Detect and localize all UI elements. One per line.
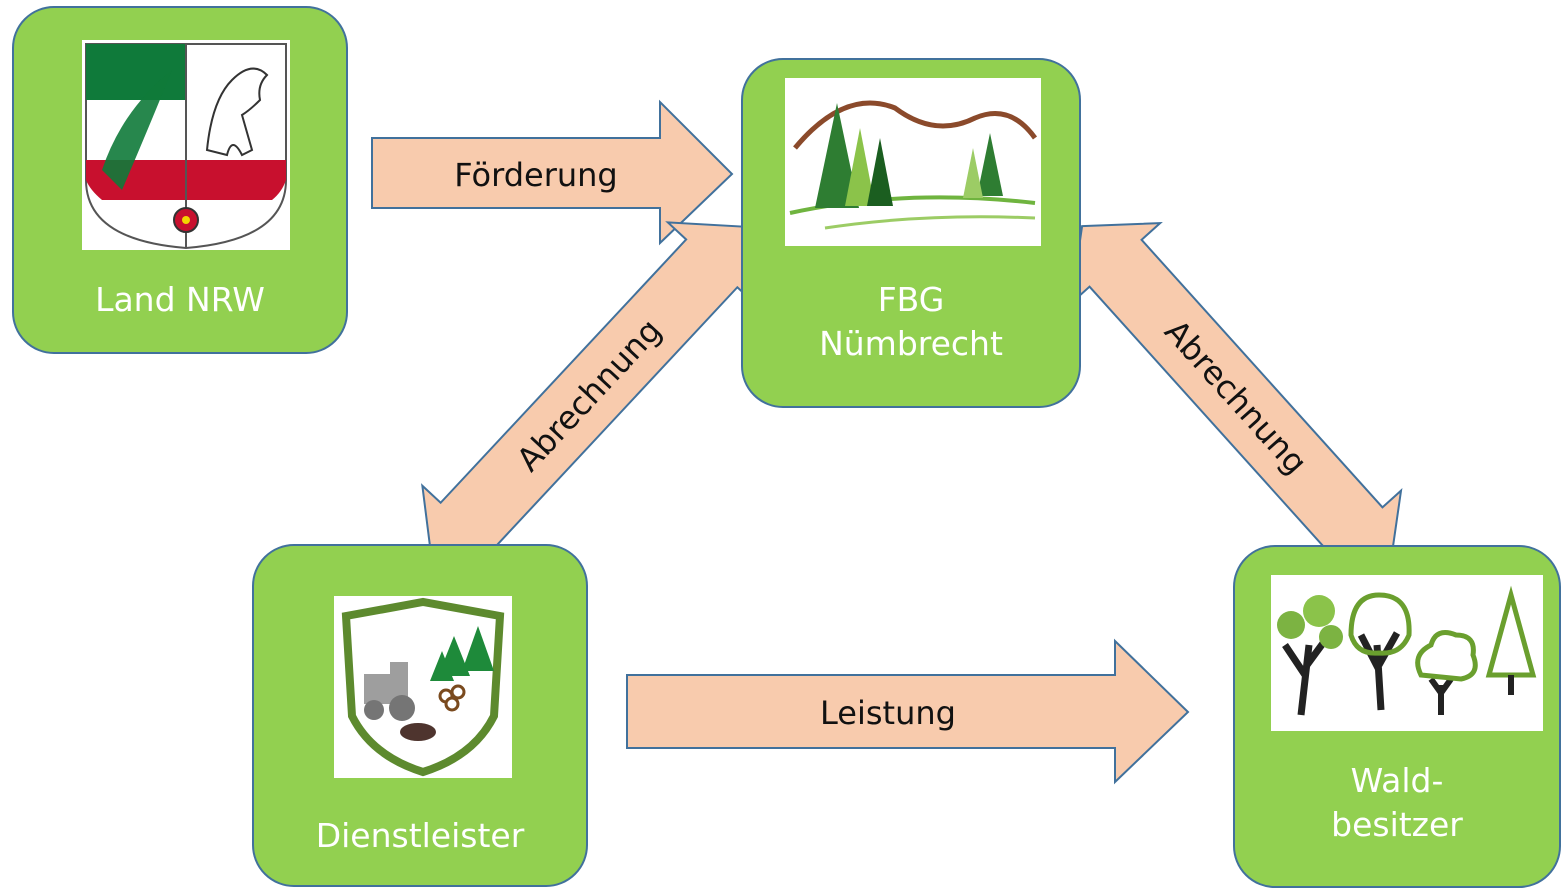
edge-label-foerderung: Förderung [454,156,617,194]
node-fbg-nuembrecht: FBG Nümbrecht [741,58,1081,408]
node-land-nrw: Land NRW [12,6,348,354]
forestry-service-shield-icon [334,596,512,778]
arrow-leistung: Leistung [626,638,1190,785]
arrow-foerderung-shape [371,99,734,246]
edge-label-abrechnung-right: Abrechnung [1157,312,1315,481]
node-label-land-nrw: Land NRW [95,280,265,319]
arrow-foerderung: Förderung [371,99,734,246]
node-label-waldbesitzer: Wald- besitzer [1331,761,1463,844]
nrw-coat-of-arms-icon [82,40,290,250]
node-label-fbg: FBG Nümbrecht [819,280,1003,363]
trees-icon [1271,575,1543,731]
forest-landscape-logo-icon [785,78,1041,246]
node-dienstleister: Dienstleister [252,544,588,887]
arrow-leistung-shape [626,638,1190,785]
arrow-abrechnung-left: Abrechnung [421,221,757,569]
node-waldbesitzer: Wald- besitzer [1233,545,1561,888]
edge-label-leistung: Leistung [820,694,956,732]
edge-label-abrechnung-left: Abrechnung [509,311,669,478]
node-label-dienstleister: Dienstleister [315,816,525,855]
